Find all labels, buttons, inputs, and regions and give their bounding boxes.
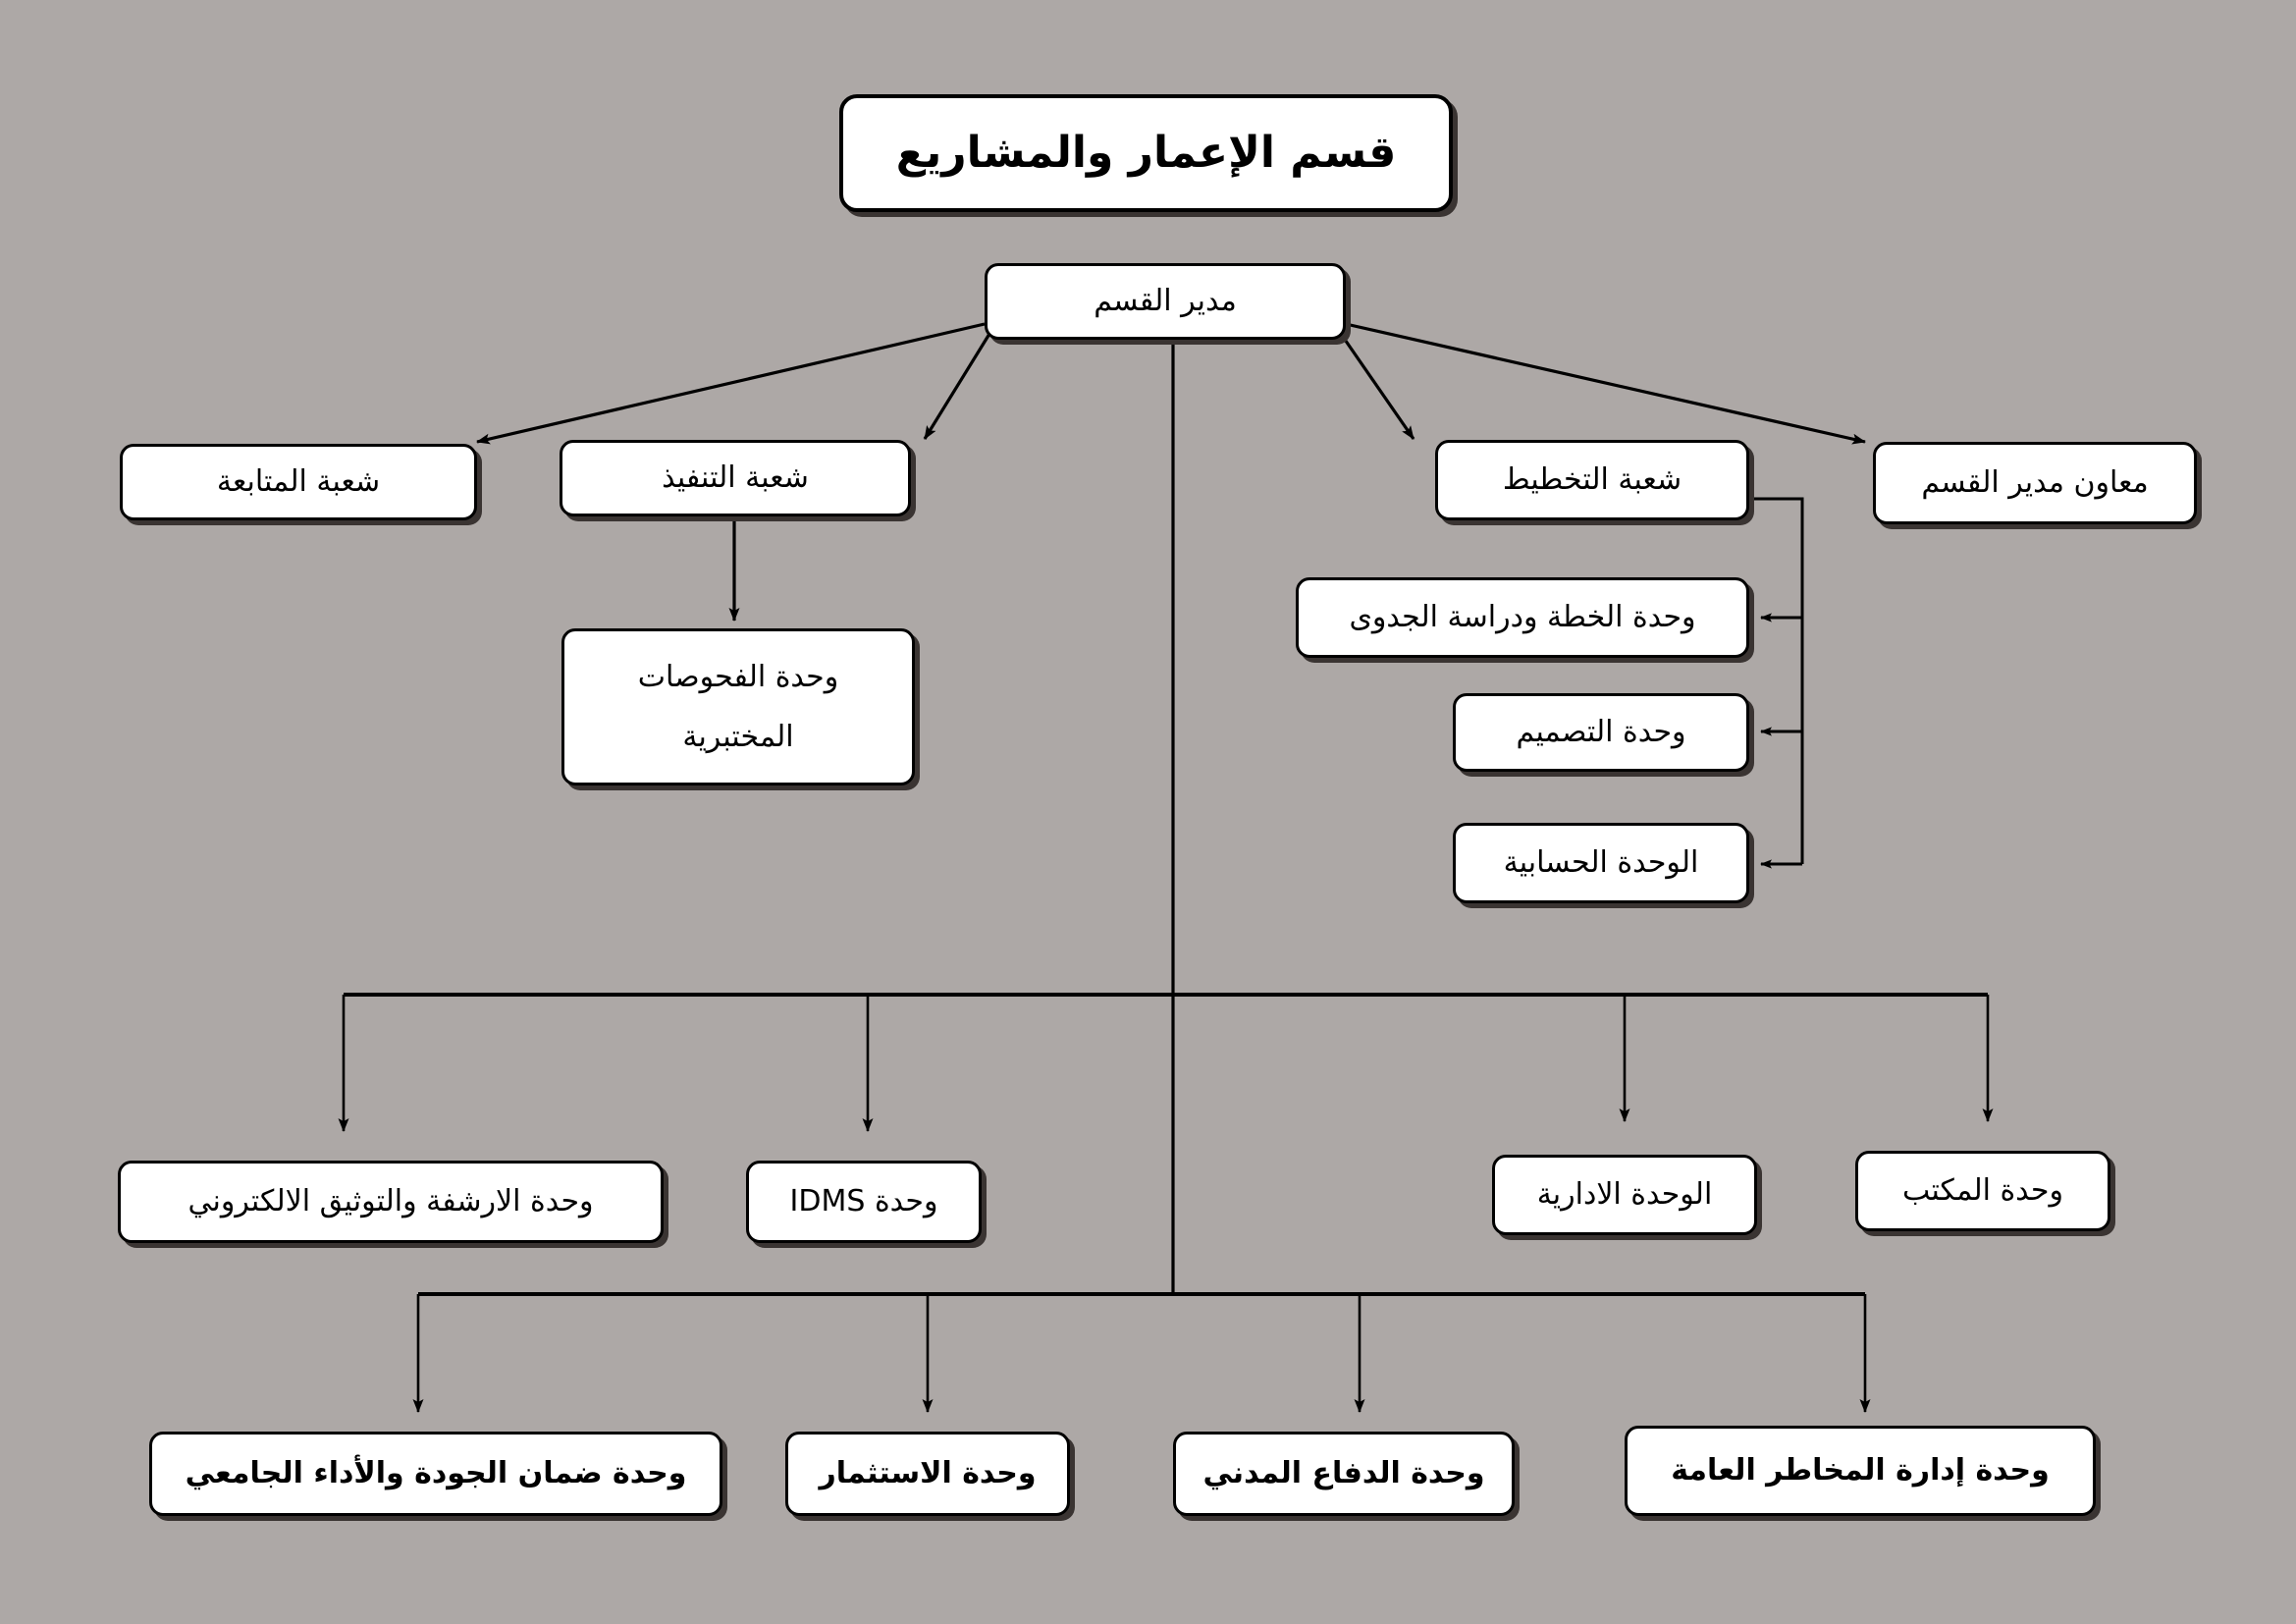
quality-assurance-unit-label: وحدة ضمان الجودة والأداء الجامعي bbox=[185, 1456, 687, 1491]
node-implementation-division[interactable]: شعبة التنفيذ bbox=[560, 440, 911, 516]
planning-division-label: شعبة التخطيط bbox=[1502, 462, 1682, 498]
administrative-unit-label: الوحدة الادارية bbox=[1536, 1177, 1713, 1213]
followup-division-label: شعبة المتابعة bbox=[216, 464, 381, 500]
deputy-director-label: معاون مدير القسم bbox=[1921, 465, 2149, 501]
lab-tests-unit-label-line2: المختبرية bbox=[682, 720, 794, 754]
node-risk-management-unit[interactable]: وحدة إدارة المخاطر العامة bbox=[1625, 1426, 2096, 1516]
edge-director-to-deputy bbox=[1345, 322, 1866, 445]
node-director[interactable]: مدير القسم bbox=[985, 263, 1346, 340]
edge-director-to-planning bbox=[1339, 333, 1415, 440]
node-office-unit[interactable]: وحدة المكتب bbox=[1855, 1151, 2110, 1231]
civil-defense-unit-label: وحدة الدفاع المدني bbox=[1202, 1456, 1485, 1491]
node-lab-tests-unit[interactable]: وحدة الفحوصات المختبرية bbox=[561, 628, 915, 785]
accounting-unit-label: الوحدة الحسابية bbox=[1503, 845, 1699, 881]
implementation-division-label: شعبة التنفيذ bbox=[662, 460, 809, 496]
edge-director-to-followup bbox=[476, 322, 986, 445]
plan-feasibility-unit-label: وحدة الخطة ودراسة الجدوى bbox=[1349, 600, 1696, 635]
edge-planning-bracket-spine bbox=[1747, 497, 1804, 864]
node-idms-unit[interactable]: وحدة IDMS bbox=[746, 1161, 982, 1243]
design-unit-label: وحدة التصميم bbox=[1516, 715, 1686, 750]
node-investment-unit[interactable]: وحدة الاستثمار bbox=[785, 1432, 1070, 1516]
edge-director-to-implementation bbox=[923, 333, 991, 440]
department-title-label: قسم الإعمار والمشاريع bbox=[895, 128, 1397, 179]
idms-unit-label: وحدة IDMS bbox=[789, 1184, 938, 1219]
node-deputy-director[interactable]: معاون مدير القسم bbox=[1873, 442, 2197, 524]
node-followup-division[interactable]: شعبة المتابعة bbox=[120, 444, 477, 520]
archiving-unit-label: وحدة الارشفة والتوثيق الالكتروني bbox=[187, 1184, 594, 1219]
risk-management-unit-label: وحدة إدارة المخاطر العامة bbox=[1671, 1453, 2050, 1489]
investment-unit-label: وحدة الاستثمار bbox=[819, 1456, 1037, 1491]
lab-tests-unit-label-line1: وحدة الفحوصات bbox=[637, 659, 839, 694]
node-administrative-unit[interactable]: الوحدة الادارية bbox=[1492, 1155, 1757, 1235]
node-department-title: قسم الإعمار والمشاريع bbox=[839, 94, 1453, 212]
director-label: مدير القسم bbox=[1094, 284, 1237, 319]
node-design-unit[interactable]: وحدة التصميم bbox=[1453, 693, 1749, 772]
office-unit-label: وحدة المكتب bbox=[1902, 1173, 2063, 1209]
node-civil-defense-unit[interactable]: وحدة الدفاع المدني bbox=[1173, 1432, 1515, 1516]
node-archiving-unit[interactable]: وحدة الارشفة والتوثيق الالكتروني bbox=[118, 1161, 664, 1243]
node-planning-division[interactable]: شعبة التخطيط bbox=[1435, 440, 1749, 520]
node-quality-assurance-unit[interactable]: وحدة ضمان الجودة والأداء الجامعي bbox=[149, 1432, 722, 1516]
node-plan-feasibility-unit[interactable]: وحدة الخطة ودراسة الجدوى bbox=[1296, 577, 1749, 658]
node-accounting-unit[interactable]: الوحدة الحسابية bbox=[1453, 823, 1749, 903]
